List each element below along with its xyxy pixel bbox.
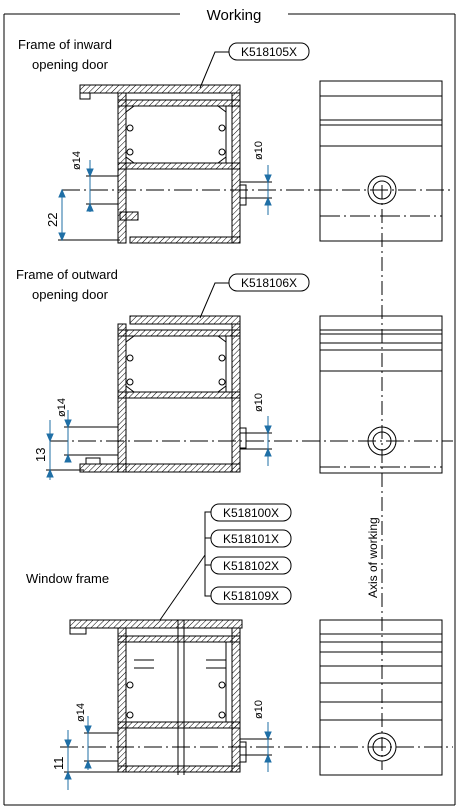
dim-hole-left: ø14 <box>71 151 83 170</box>
side-view <box>319 315 443 474</box>
dim-hole-right: ø10 <box>253 141 265 160</box>
side-view <box>319 619 443 776</box>
section-label-line2: opening door <box>32 287 109 302</box>
section-label-line1: Frame of outward <box>16 267 118 282</box>
dim-hole-left: ø14 <box>75 703 87 722</box>
profile-section-drawing <box>69 619 247 775</box>
section-label-line1: Window frame <box>26 571 109 586</box>
dim-hole-right: ø10 <box>253 393 265 412</box>
dim-offset: 11 <box>51 757 66 771</box>
dim-hole-left: ø14 <box>56 398 68 417</box>
code-tag-label: K518101X <box>223 532 279 546</box>
dim-offset: 22 <box>45 213 60 227</box>
drawing-border <box>3 13 456 806</box>
dimension-lines <box>58 160 272 242</box>
dim-hole-right: ø10 <box>253 700 265 719</box>
code-tag-label: K518109X <box>223 589 279 603</box>
axis-label: Axis of working <box>366 517 380 598</box>
code-tag-label: K518106X <box>241 276 297 290</box>
section-label-line2: opening door <box>32 57 109 72</box>
profile-section-drawing <box>79 315 247 473</box>
leader-line <box>199 51 229 89</box>
drawing-title: Working <box>207 7 262 24</box>
side-view <box>319 80 443 242</box>
code-tag-label: K518102X <box>223 559 279 573</box>
section-inward-door: Frame of inward opening door K518105X <box>18 37 453 244</box>
dim-offset: 13 <box>33 448 48 462</box>
section-outward-door: Frame of outward opening door K518106X <box>16 267 453 480</box>
dimension-lines <box>46 410 272 480</box>
code-tags: K518100X K518101X K518102X K518109X <box>159 503 292 621</box>
dimension-lines <box>64 716 272 790</box>
code-tag-label: K518100X <box>223 506 279 520</box>
profile-section-drawing <box>79 84 247 244</box>
leader-line <box>199 282 229 319</box>
section-label-line1: Frame of inward <box>18 37 112 52</box>
code-tag-label: K518105X <box>241 45 297 59</box>
section-window-frame: Window frame K518100X K518101X K518102X … <box>26 503 453 790</box>
